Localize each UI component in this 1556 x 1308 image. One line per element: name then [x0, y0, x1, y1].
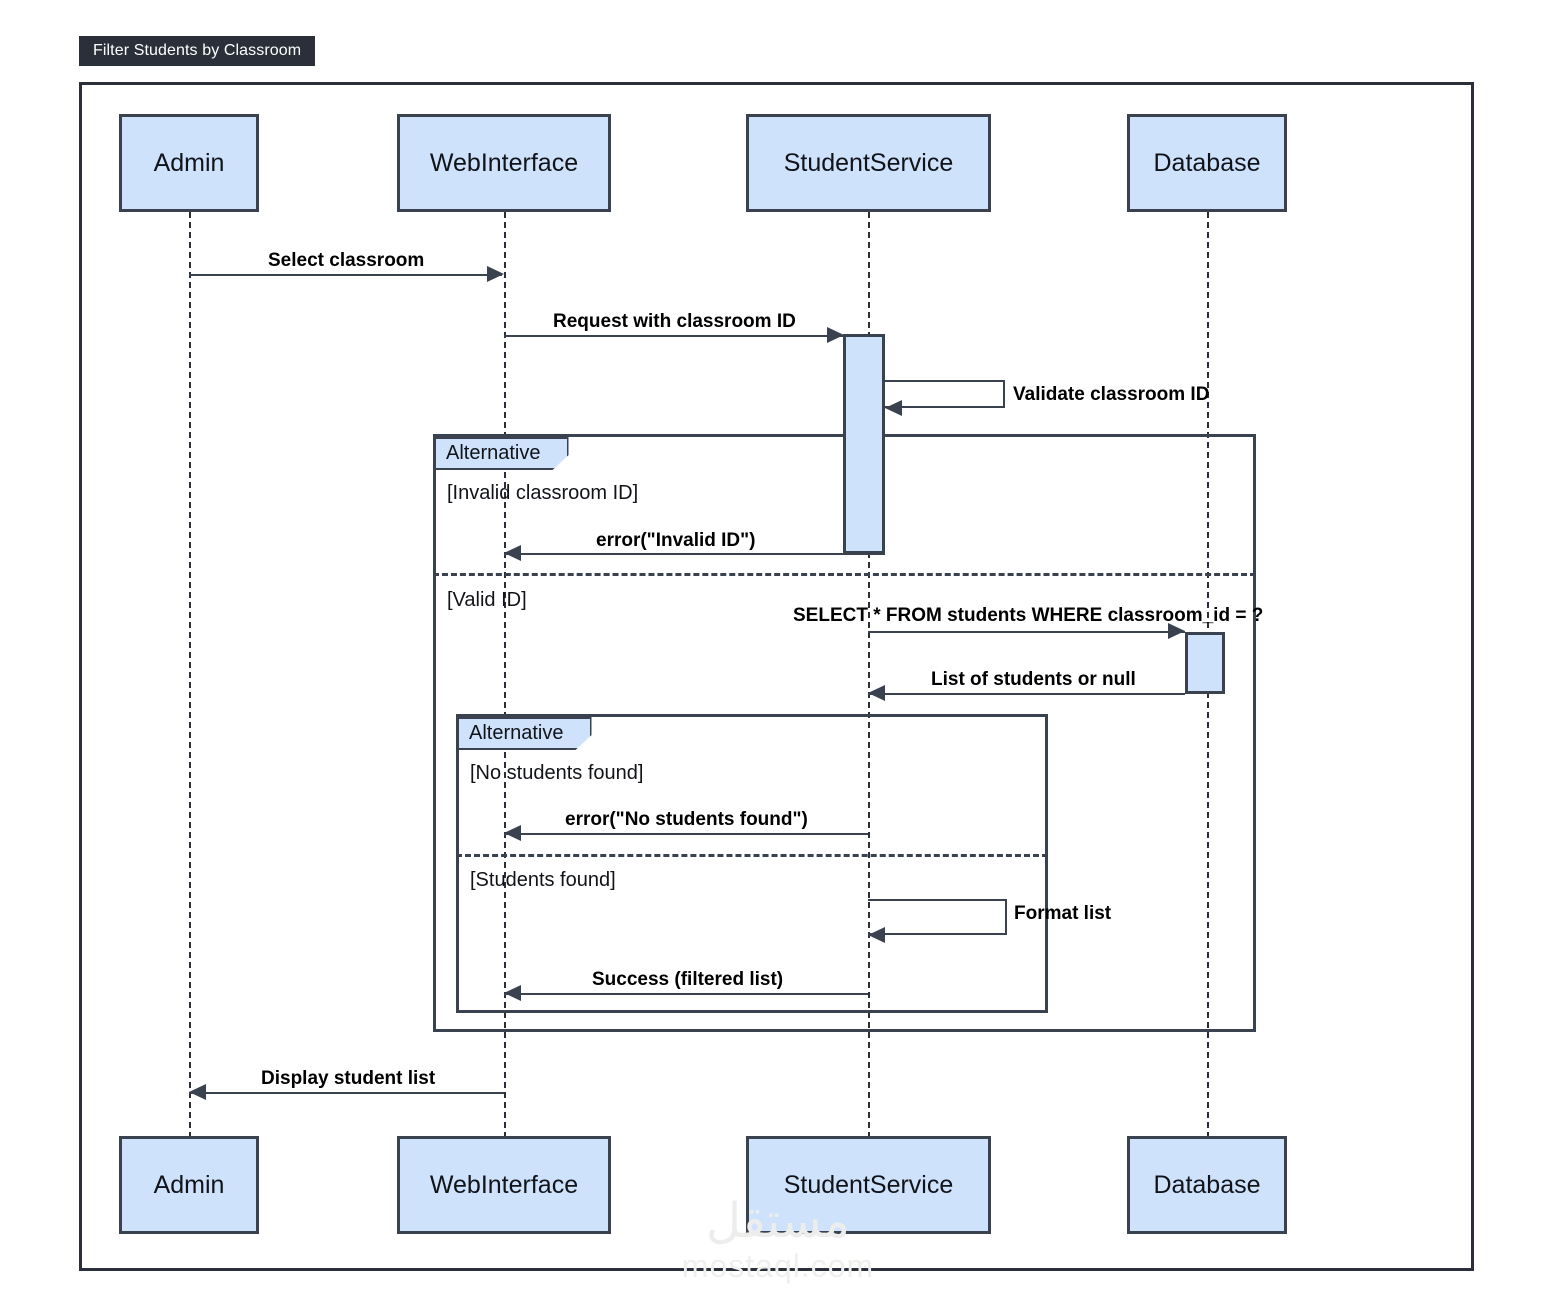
message-label-error-no-students-found: error("No students found"): [565, 809, 808, 830]
message-line-success-filtered-list: [504, 993, 868, 995]
participant-label: Admin: [153, 148, 225, 177]
message-arrow-format-list: [868, 927, 885, 943]
participant-admin[interactable]: Admin: [119, 114, 259, 212]
participant-database-bottom[interactable]: Database: [1127, 1136, 1287, 1234]
message-arrow-error-no-students-found: [504, 825, 521, 841]
message-label-select-query: SELECT * FROM students WHERE classroom_i…: [793, 605, 1264, 626]
message-arrow-display-student-list: [189, 1084, 206, 1100]
message-label-success-filtered-list: Success (filtered list): [592, 969, 784, 990]
message-line-request-with-classroom-id: [504, 335, 843, 337]
message-line-display-student-list: [189, 1092, 504, 1094]
message-line-error-invalid-id: [504, 553, 885, 555]
participant-label: StudentService: [783, 148, 954, 177]
participant-label: Admin: [153, 1170, 225, 1199]
participant-label: WebInterface: [429, 148, 579, 177]
message-selfloop-validate-classroom-id: [885, 380, 1005, 408]
message-label-format-list: Format list: [1014, 903, 1112, 924]
fragment-inner-alt-guard-1: [No students found]: [470, 762, 644, 784]
participant-label: WebInterface: [429, 1170, 579, 1199]
participant-admin-bottom[interactable]: Admin: [119, 1136, 259, 1234]
fragment-outer-alt-guard-2: [Valid ID]: [447, 589, 527, 611]
activation-studentservice: [843, 334, 885, 554]
message-arrow-validate-classroom-id: [885, 400, 902, 416]
message-arrow-request-with-classroom-id: [827, 327, 844, 343]
message-selfloop-format-list: [868, 899, 1007, 935]
participant-studentservice[interactable]: StudentService: [746, 114, 991, 212]
participant-label: Database: [1153, 1170, 1261, 1199]
message-line-error-no-students-found: [504, 833, 868, 835]
fragment-inner-alt-operator: Alternative: [457, 717, 592, 750]
message-label-list-of-students-or-null: List of students or null: [931, 669, 1136, 690]
participant-webinterface[interactable]: WebInterface: [397, 114, 611, 212]
message-arrow-select-query: [1168, 623, 1185, 639]
message-label-request-with-classroom-id: Request with classroom ID: [553, 311, 796, 332]
message-label-error-invalid-id: error("Invalid ID"): [596, 530, 756, 551]
fragment-outer-alt-operator: Alternative: [434, 437, 569, 470]
message-arrow-error-invalid-id: [504, 545, 521, 561]
participant-label: StudentService: [783, 1170, 954, 1199]
lifeline-studentservice: [868, 212, 870, 1138]
diagram-title-tab: Filter Students by Classroom: [79, 36, 316, 66]
participant-webinterface-bottom[interactable]: WebInterface: [397, 1136, 611, 1234]
message-line-select-classroom: [189, 274, 502, 276]
activation-database: [1185, 632, 1225, 694]
message-arrow-select-classroom: [487, 266, 504, 282]
fragment-outer-alt-divider: [433, 573, 1256, 576]
diagram-frame: [79, 82, 1474, 1271]
participant-database[interactable]: Database: [1127, 114, 1287, 212]
message-label-select-classroom: Select classroom: [268, 250, 425, 271]
participant-studentservice-bottom[interactable]: StudentService: [746, 1136, 991, 1234]
message-label-validate-classroom-id: Validate classroom ID: [1013, 384, 1210, 405]
message-label-display-student-list: Display student list: [261, 1068, 436, 1089]
fragment-inner-alt: [456, 714, 1048, 1013]
message-line-select-query: [868, 631, 1185, 633]
lifeline-webinterface: [504, 212, 506, 1138]
participant-label: Database: [1153, 148, 1261, 177]
message-line-list-of-students-or-null: [868, 693, 1185, 695]
fragment-outer-alt-guard-1: [Invalid classroom ID]: [447, 482, 639, 504]
message-arrow-success-filtered-list: [504, 985, 521, 1001]
fragment-inner-alt-divider: [456, 854, 1048, 857]
fragment-inner-alt-guard-2: [Students found]: [470, 869, 616, 891]
lifeline-admin: [189, 212, 191, 1138]
message-arrow-list-of-students-or-null: [868, 685, 885, 701]
